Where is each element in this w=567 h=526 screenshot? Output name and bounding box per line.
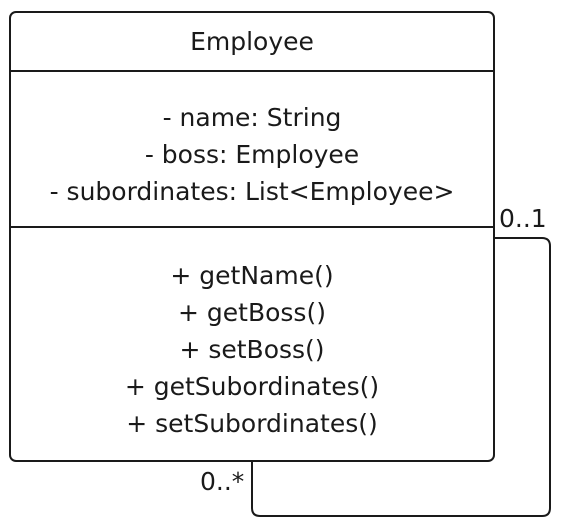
- employee-class-box: Employee - name: String - boss: Employee…: [9, 11, 495, 462]
- class-name: Employee: [190, 27, 314, 56]
- upper-multiplicity-label: 0..1: [499, 204, 547, 233]
- operation-set-subordinates: + setSubordinates(): [126, 409, 378, 438]
- attribute-boss: - boss: Employee: [144, 140, 360, 169]
- operation-get-subordinates: + getSubordinates(): [124, 372, 380, 401]
- class-name-compartment: Employee: [11, 13, 493, 72]
- operation-get-boss: + getBoss(): [178, 298, 326, 327]
- attributes-compartment: - name: String - boss: Employee - subord…: [11, 72, 493, 228]
- attribute-name: - name: String: [162, 103, 342, 132]
- attribute-subordinates: - subordinates: List<Employee>: [49, 177, 455, 206]
- operation-get-name: + getName(): [170, 261, 334, 290]
- operation-set-boss: + setBoss(): [179, 335, 325, 364]
- operations-compartment: + getName() + getBoss() + setBoss() + ge…: [11, 230, 493, 460]
- lower-multiplicity-label: 0..*: [200, 467, 245, 496]
